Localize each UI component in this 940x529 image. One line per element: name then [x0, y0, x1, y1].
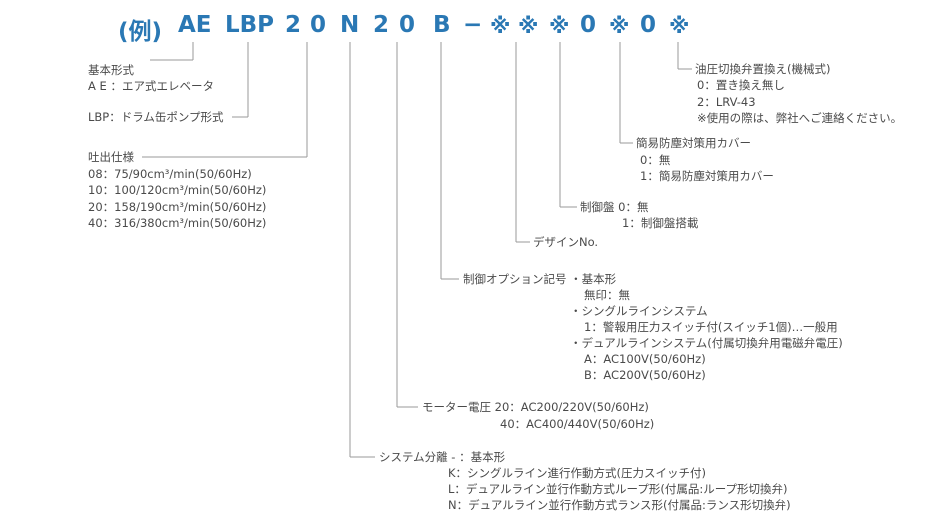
oil-row: 2：LRV-43: [697, 95, 756, 109]
code-dash: −: [463, 12, 483, 38]
option-row: ・デュアルラインシステム(付属切換弁用電磁弁電圧): [570, 336, 843, 350]
code-seg-n: N: [340, 12, 360, 38]
option-row: 1：警報用圧力スイッチ付(スイッチ1個)…一般用: [584, 320, 838, 334]
code-prefix: (例): [118, 19, 163, 45]
system-row: N：デュアルライン並行作動方式ランス形(付属品:ランス形切換弁): [448, 498, 791, 512]
code-star-2: ※: [518, 14, 539, 38]
option-row: 無印：無: [584, 288, 630, 302]
code-star-3: ※: [549, 14, 570, 38]
dust-row: 0：無: [640, 153, 671, 167]
dust-row: 1：簡易防塵対策用カバー: [640, 169, 774, 183]
discharge-row: 40：316/380cm³/min(50/60Hz): [88, 216, 267, 230]
basic-lbp: LBP：ドラム缶ポンプ形式: [88, 110, 224, 124]
oil-title: 油圧切換弁置換え(機械式): [695, 62, 831, 76]
motor-row: 40：AC400/440V(50/60Hz): [500, 417, 655, 431]
system-row: L：デュアルライン並行作動方式ループ形(付属品:ループ形切換弁): [448, 482, 788, 496]
system-row: システム分離 - ：基本形: [379, 450, 506, 464]
panel-row: 制御盤 0：無: [580, 200, 649, 214]
code-seg-ae: AE: [178, 12, 212, 38]
option-row: A：AC100V(50/60Hz): [584, 352, 706, 366]
dust-title: 簡易防塵対策用カバー: [636, 136, 751, 150]
discharge-title: 吐出仕様: [88, 150, 134, 164]
basic-title: 基本形式: [88, 63, 134, 77]
option-row: ・シングルラインシステム: [570, 304, 708, 318]
discharge-row: 08：75/90cm³/min(50/60Hz): [88, 167, 252, 181]
code-digit-2: 0: [310, 12, 327, 38]
code-star-5: ※: [669, 14, 690, 38]
discharge-row: 10：100/120cm³/min(50/60Hz): [88, 183, 267, 197]
panel-row: 1：制御盤搭載: [622, 216, 699, 230]
oil-row: 0：置き換え無し: [697, 78, 785, 92]
oil-note: ※使用の際は、弊社へご連絡ください。: [697, 111, 903, 125]
system-row: K：シングルライン進行作動方式(圧力スイッチ付): [448, 466, 707, 480]
code-seg-lbp: LBP: [225, 12, 275, 38]
discharge-row: 20：158/190cm³/min(50/60Hz): [88, 200, 267, 214]
code-star-1: ※: [490, 14, 511, 38]
code-zero-2: 0: [640, 12, 657, 38]
motor-row: モーター電圧 20：AC200/220V(50/60Hz): [422, 400, 649, 414]
code-digit-3: 2: [373, 12, 390, 38]
option-title: 制御オプション記号 ・基本形: [463, 272, 617, 286]
code-zero-1: 0: [580, 12, 597, 38]
basic-ae: A E ：エア式エレベータ: [88, 79, 214, 93]
design-label: デザインNo.: [533, 235, 599, 249]
code-digit-1: 2: [285, 12, 302, 38]
code-seg-b: B: [433, 12, 451, 38]
code-star-4: ※: [609, 14, 630, 38]
option-row: B：AC200V(50/60Hz): [584, 368, 706, 382]
code-digit-4: 0: [399, 12, 416, 38]
